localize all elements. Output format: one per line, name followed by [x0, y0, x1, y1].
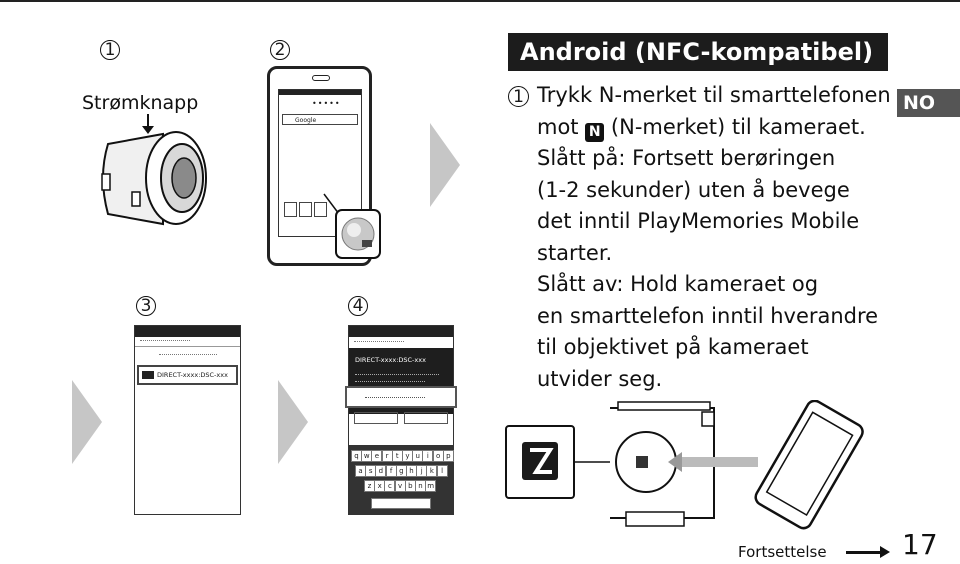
instruction-line: til objektivet på kameraet	[537, 335, 809, 359]
placeholder-line	[355, 374, 439, 375]
instruction-fragment: (N-merket) til kameraet.	[610, 114, 866, 139]
page-dots: •••••	[312, 99, 341, 108]
continue-arrow-icon	[846, 551, 886, 554]
continue-arrow-head-icon	[880, 546, 890, 558]
keyboard-key[interactable]: m	[425, 480, 437, 492]
ssid-list-item[interactable]: DIRECT-xxxx:DSC-xxx	[137, 365, 238, 385]
search-bar-text: Google	[295, 117, 317, 124]
keyboard-key[interactable]: p	[442, 450, 454, 462]
power-button-label: Strømknapp	[82, 92, 199, 114]
camera-icon	[142, 371, 154, 379]
step-3-number: 3	[136, 296, 156, 316]
divider	[135, 346, 240, 347]
instruction-line: starter.	[537, 240, 613, 265]
nfc-touch-illustration	[505, 400, 864, 530]
instruction-text: Trykk N-merket til smarttelefonen mot N …	[537, 80, 891, 395]
next-arrow	[430, 123, 460, 207]
language-tab: NO	[897, 89, 960, 117]
playmemories-app-icon	[323, 193, 381, 259]
status-bar	[135, 326, 240, 337]
page-number: 17	[902, 528, 938, 561]
next-arrow	[278, 380, 308, 464]
ok-button[interactable]	[404, 412, 448, 424]
instruction-line: det inntil PlayMemories Mobile	[537, 209, 860, 233]
placeholder-line	[354, 341, 404, 342]
instruction-fragment: mot	[537, 114, 579, 139]
step-2-number: 2	[270, 40, 290, 60]
instruction-step-number: 1	[508, 86, 529, 107]
continue-label: Fortsettelse	[738, 543, 827, 561]
top-rule	[0, 0, 960, 2]
wifi-list-screen: DIRECT-xxxx:DSC-xxx	[134, 325, 241, 515]
ssid-dialog-title: DIRECT-xxxx:DSC-xxx	[355, 356, 426, 364]
ssid-label: DIRECT-xxxx:DSC-xxx	[157, 371, 228, 379]
instruction-line: Slått av: Hold kameraet og	[537, 272, 819, 296]
placeholder-line	[355, 381, 425, 382]
keyboard-key[interactable]: l	[436, 465, 448, 477]
space-key[interactable]	[371, 498, 431, 509]
n-mark-icon: N	[585, 122, 605, 142]
instruction-line: en smarttelefon inntil hverandre	[537, 303, 879, 328]
app-icon	[299, 202, 312, 217]
lens-camera-illustration	[101, 114, 207, 226]
password-input[interactable]	[345, 386, 457, 408]
instruction-line: Trykk N-merket til smarttelefonen	[537, 83, 891, 107]
placeholder-line	[140, 340, 190, 341]
next-arrow	[72, 380, 102, 464]
n-mark-logo-icon	[522, 442, 558, 480]
instruction-line: (1-2 sekunder) uten å bevege	[537, 177, 850, 202]
instruction-line: utvider seg.	[537, 366, 663, 391]
instruction-line: mot N (N-merket) til kameraet.	[537, 112, 891, 144]
placeholder-line	[159, 354, 217, 355]
app-icon	[314, 202, 327, 217]
phone-speaker	[312, 75, 330, 81]
status-bar	[279, 90, 361, 95]
app-icon	[284, 202, 297, 217]
status-bar	[349, 326, 453, 337]
instruction-line: Slått på: Fortsett berøringen	[537, 146, 836, 170]
placeholder-line	[365, 397, 425, 398]
step-4-number: 4	[348, 296, 368, 316]
cancel-button[interactable]	[354, 412, 398, 424]
step-1-number: 1	[100, 40, 120, 60]
section-heading: Android (NFC-kompatibel)	[508, 33, 888, 71]
smartphone-icon	[754, 400, 864, 530]
search-bar: Google	[282, 114, 358, 125]
